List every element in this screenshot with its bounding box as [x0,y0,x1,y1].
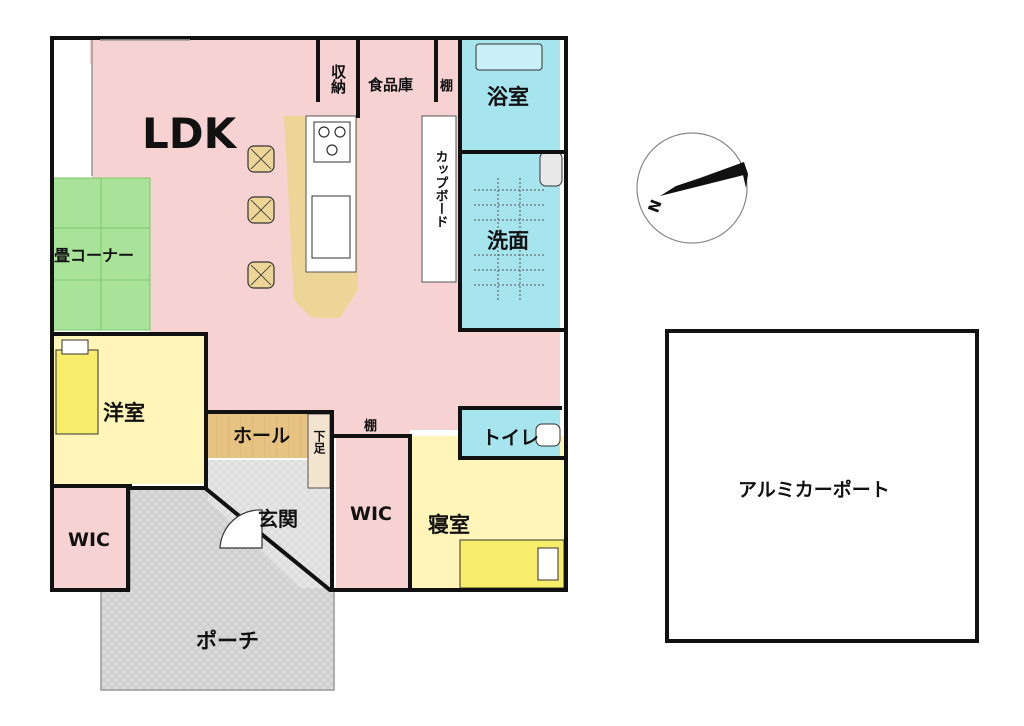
hall-floor [208,414,308,458]
entrance-door [219,509,263,549]
walls [50,36,568,592]
compass-arrow-icon [660,162,748,196]
wic-center-floor [336,436,412,588]
label-shelf-top: 棚 [440,78,453,94]
label-shoe-box: 下足 [312,430,326,455]
label-wic-left: WIC [68,529,110,551]
compass-north-label: N [644,197,665,215]
western-room-bed [55,349,99,435]
label-washroom: 洗面 [487,229,529,253]
cupboard [421,115,457,283]
bathtub [475,43,543,71]
carport-outline [665,329,979,643]
entrance-floor [208,460,330,588]
storage-closet [318,38,358,100]
label-bath: 浴室 [487,85,529,109]
label-hall: ホール [233,425,290,447]
bar-stools [247,145,275,289]
label-pantry: 食品庫 [368,76,413,94]
label-storage: 収納 [329,63,347,95]
wic-left-floor [52,488,128,588]
label-ldk: LDK [142,109,238,158]
ldk-window-strip [52,38,92,178]
laundry-rack [474,178,544,300]
pantry [360,38,436,100]
label-cupboard: カップボード [433,150,449,228]
label-tatami-corner: 畳コーナー [54,246,134,265]
label-western-room: 洋室 [103,401,145,425]
kitchen-sink [311,195,351,259]
label-entrance: 玄関 [258,507,298,531]
label-wic-center: WIC [350,503,392,525]
label-porch: ポーチ [196,629,259,653]
compass [636,132,748,244]
label-toilet: トイレ [482,427,539,449]
label-shelf-mid: 棚 [364,418,377,434]
label-bedroom: 寝室 [428,513,470,537]
label-carport: アルミカーポート [738,478,890,501]
